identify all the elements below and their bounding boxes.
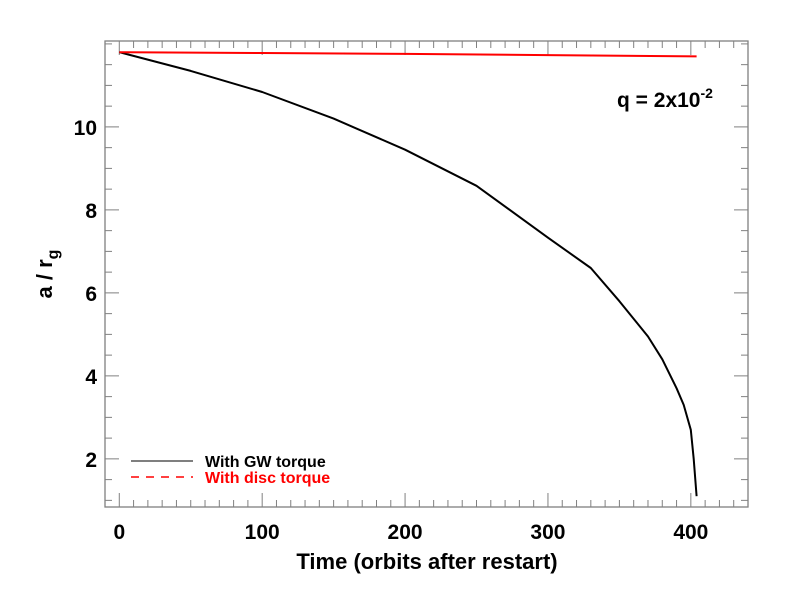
- y-tick-label: 6: [85, 283, 97, 306]
- y-axis: 2 4 6 8 10: [74, 43, 748, 501]
- mass-ratio-annotation: q = 2x10-2: [617, 85, 713, 112]
- plot-frame: [104, 40, 749, 508]
- x-axis: 0 100 200 300 400: [104, 41, 749, 544]
- legend-label-disc: With disc torque: [205, 470, 330, 487]
- disc-torque-line: [119, 51, 697, 58]
- x-tick-label: 300: [530, 521, 565, 544]
- gw-torque-line: [119, 51, 698, 497]
- y-axis-title: a / rg: [32, 250, 62, 299]
- legend-label-gw: With GW torque: [205, 454, 326, 471]
- x-tick-label: 200: [388, 521, 423, 544]
- x-tick-label: 100: [245, 521, 280, 544]
- y-tick-label: 2: [85, 449, 97, 472]
- y-tick-label: 10: [74, 117, 97, 140]
- x-tick-label: 400: [673, 521, 708, 544]
- x-tick-label: 0: [113, 521, 125, 544]
- series-layer: [119, 51, 698, 497]
- x-axis-title: Time (orbits after restart): [296, 549, 557, 574]
- plot-border: [104, 40, 749, 508]
- y-tick-label: 8: [85, 200, 97, 223]
- y-tick-label: 4: [85, 366, 97, 389]
